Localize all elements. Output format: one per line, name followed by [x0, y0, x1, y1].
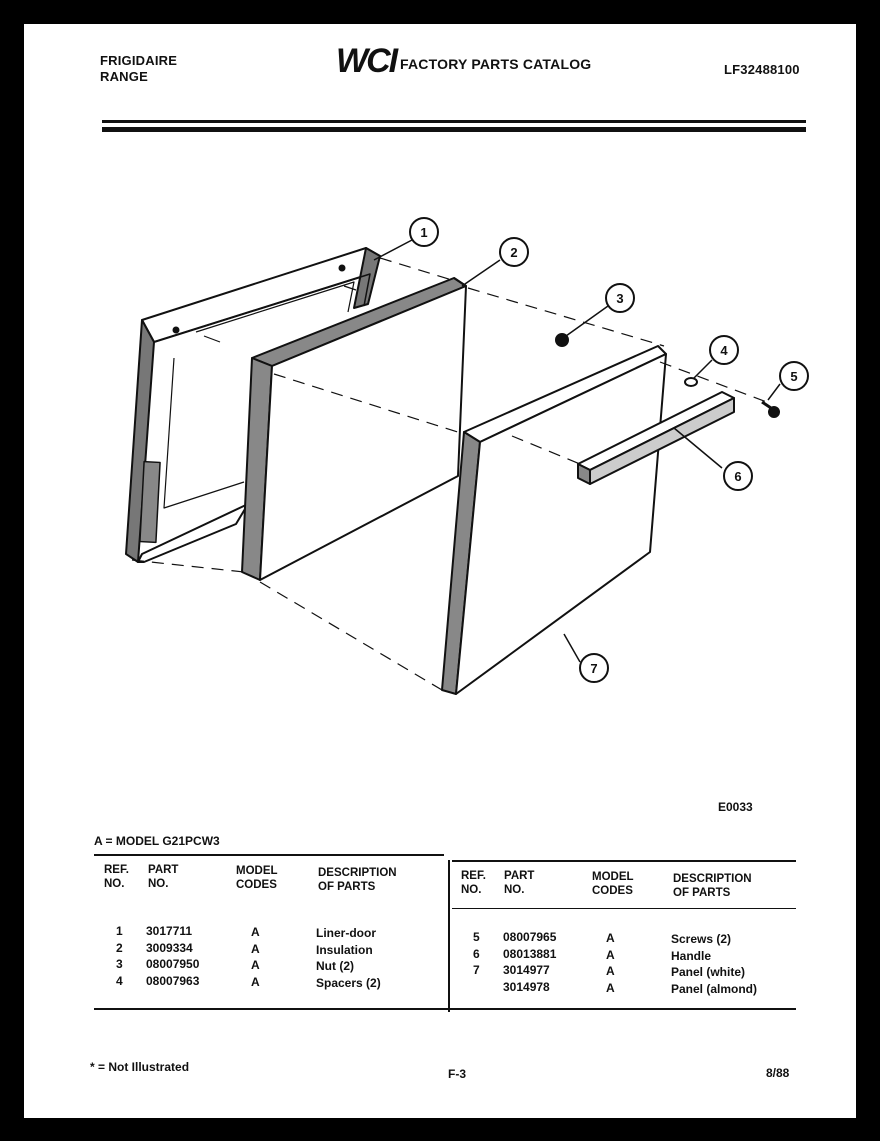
table-cell: A — [606, 964, 615, 978]
callout-1: 1 — [420, 225, 427, 240]
table-rule-top-right — [452, 860, 796, 862]
table-cell: A — [251, 974, 260, 989]
table-cell: Spacers (2) — [316, 975, 381, 990]
model-line: A = MODEL G21PCW3 — [94, 834, 220, 848]
page-number: F-3 — [448, 1067, 466, 1081]
callout-4: 4 — [720, 343, 728, 358]
table-cell: A — [251, 925, 260, 939]
brand-name: FRIGIDAIRE — [100, 53, 178, 68]
spacer-part — [684, 377, 698, 387]
right-col-part: 08007965 08013881 3014977 3014978 — [503, 929, 556, 995]
catalog-date: 8/88 — [766, 1066, 790, 1080]
header-rule-top — [102, 120, 806, 123]
table-cell: 08007963 — [146, 973, 200, 988]
table-cell: 1 — [116, 924, 123, 938]
table-cell: 08007965 — [503, 930, 557, 944]
not-illustrated-note: * = Not Illustrated — [90, 1060, 190, 1074]
table-cell: Handle — [671, 948, 712, 963]
catalog-title: FACTORY PARTS CATALOG — [400, 56, 592, 72]
callout-3: 3 — [616, 291, 623, 306]
table-cell: Panel (white) — [671, 965, 746, 979]
table-cell: A — [251, 958, 260, 972]
nut-part — [555, 333, 569, 347]
product-name: RANGE — [100, 69, 148, 84]
table-cell: Liner-door — [316, 926, 376, 940]
table-cell: 3014978 — [503, 979, 550, 994]
callout-6: 6 — [734, 469, 741, 484]
table-cell: 5 — [473, 930, 480, 944]
table-cell: 3 — [116, 957, 123, 971]
header-rule-bottom — [102, 127, 806, 132]
table-cell: 4 — [116, 973, 123, 988]
right-header-ref: REF.NO. — [461, 870, 486, 896]
wci-logo: WCI — [336, 42, 398, 80]
exploded-door-diagram: 1 2 3 4 5 6 7 — [125, 217, 809, 695]
table-cell: A — [251, 941, 260, 956]
table-cell: A — [606, 980, 615, 995]
catalog-sheet: FRIGIDAIRE RANGE WCI FACTORY PARTS CATAL… — [24, 24, 856, 1118]
right-col-ref: 5 6 7 — [473, 929, 480, 995]
figure-code: E0033 — [718, 800, 753, 814]
left-col-ref: 1 2 3 4 — [116, 923, 123, 989]
table-cell — [473, 979, 480, 996]
table-cell: Panel (almond) — [671, 981, 758, 996]
table-divider — [448, 860, 450, 1012]
table-cell: 3017711 — [146, 924, 193, 938]
table-cell: 3009334 — [146, 940, 193, 955]
screw-part — [761, 400, 780, 418]
table-cell: Insulation — [316, 942, 373, 957]
table-cell: Screws (2) — [671, 932, 732, 946]
table-cell: 6 — [473, 946, 480, 961]
catalog-number: LF32488100 — [724, 62, 800, 77]
left-header-ref: REF.NO. — [104, 864, 129, 890]
table-cell: A — [606, 947, 615, 962]
table-cell: 08007950 — [146, 957, 200, 971]
table-rule-bottom — [94, 1008, 796, 1010]
table-cell: 08013881 — [503, 946, 557, 961]
table-cell: 3014977 — [503, 963, 550, 977]
table-cell: A — [606, 931, 615, 945]
table-cell: Nut (2) — [316, 959, 354, 973]
table-cell: 7 — [473, 963, 480, 977]
table-rule-top-left — [94, 854, 444, 856]
callout-7: 7 — [590, 661, 597, 676]
callout-2: 2 — [510, 245, 517, 260]
table-header-rule-right — [452, 908, 796, 909]
callout-5: 5 — [790, 369, 797, 384]
table-cell: 2 — [116, 940, 123, 955]
left-col-part: 3017711 3009334 08007950 08007963 — [146, 923, 199, 989]
